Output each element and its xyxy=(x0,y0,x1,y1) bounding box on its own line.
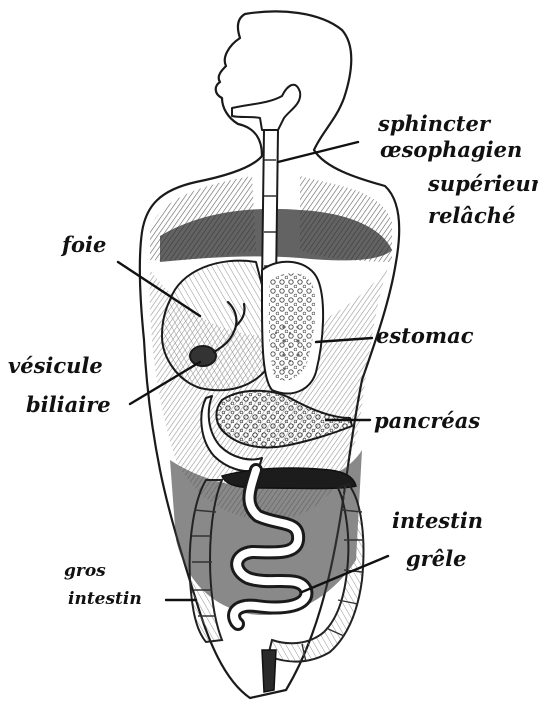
label-vesicule-line1: vésicule xyxy=(8,353,103,378)
label-sphincter-line3: supérieur xyxy=(427,171,538,196)
label-foie: foie xyxy=(60,232,106,257)
gallbladder-sac xyxy=(190,346,216,366)
label-intestin-grele-line2: grêle xyxy=(406,546,466,571)
label-sphincter-line4: relâché xyxy=(428,203,515,228)
stomach xyxy=(262,262,323,394)
label-gros-intestin-line2: intestin xyxy=(68,589,142,609)
label-vesicule-line2: biliaire xyxy=(26,392,111,417)
label-pancreas: pancréas xyxy=(374,408,480,433)
rectum xyxy=(262,650,276,692)
mouth-pharynx xyxy=(232,85,300,130)
label-gros-intestin-line1: gros xyxy=(64,561,106,581)
label-sphincter-line1: sphincter xyxy=(377,111,492,136)
label-intestin-grele-line1: intestin xyxy=(392,508,483,533)
liver xyxy=(162,261,266,391)
transverse-colon xyxy=(222,468,356,489)
esophagus-tube xyxy=(262,130,278,285)
leader-sphincter xyxy=(278,142,358,162)
label-estomac: estomac xyxy=(376,323,474,348)
label-sphincter-line2: œsophagien xyxy=(380,137,522,162)
